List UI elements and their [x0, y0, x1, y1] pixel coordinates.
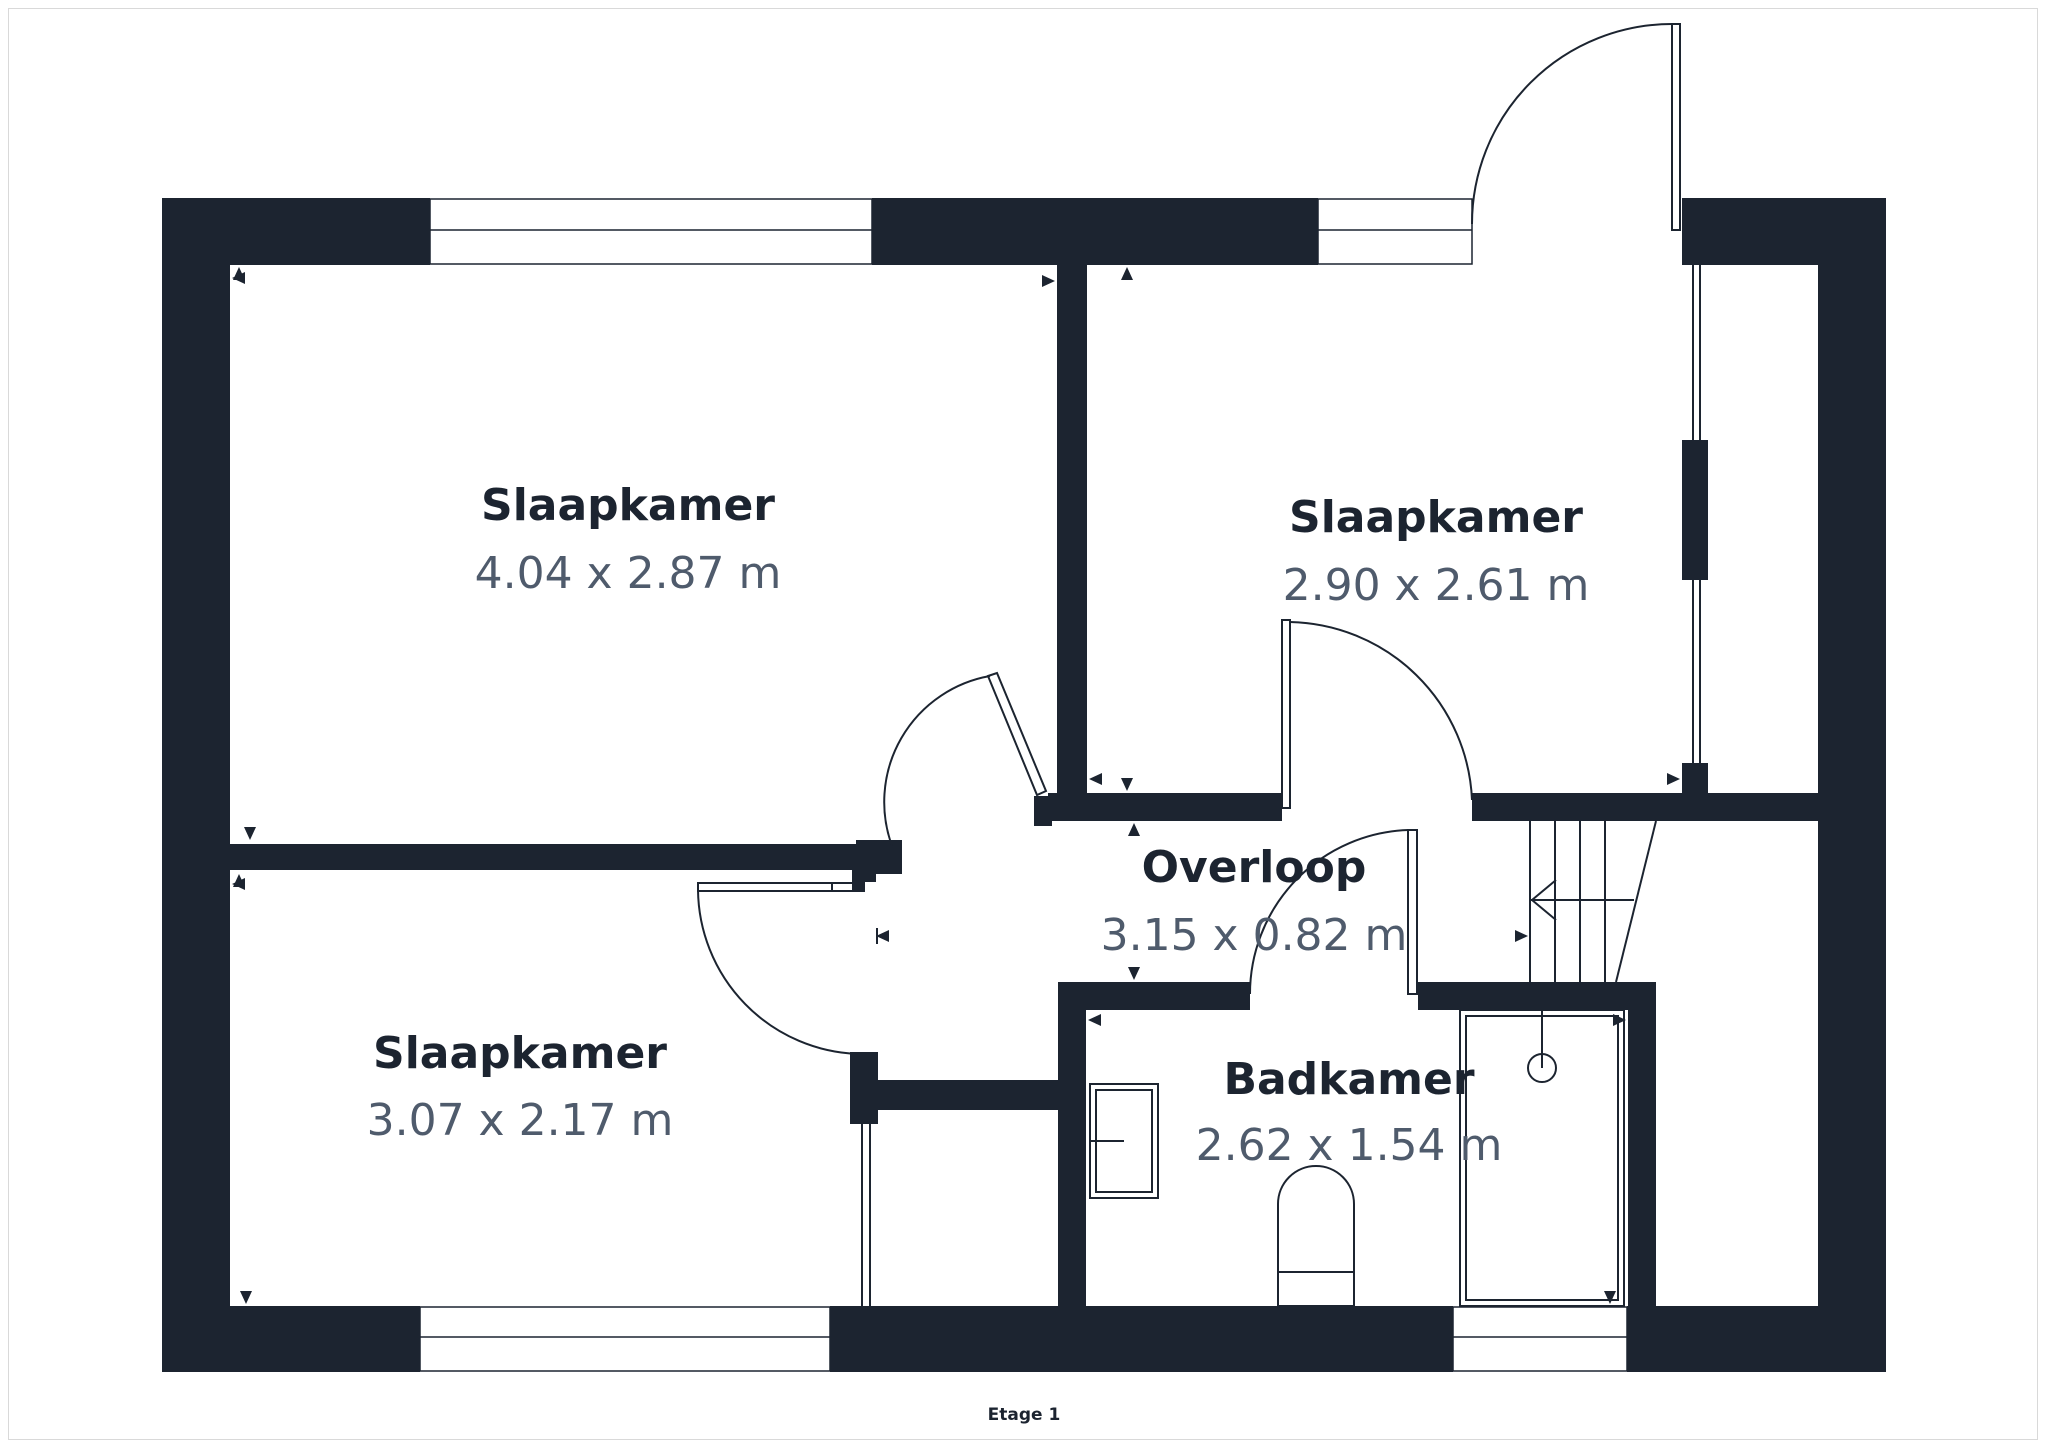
wall-door-jamb-a: [856, 840, 902, 874]
marker-ov-right: [1515, 930, 1528, 942]
wall-door-jamb-b: [1034, 796, 1052, 826]
dimension-markers: [232, 267, 1680, 1304]
window-bottom-left: [419, 1306, 831, 1372]
wall-outer-top-b: [872, 198, 1318, 265]
wall-outer-bottom-b: [830, 1306, 1453, 1372]
marker-b1-top-left-v: [233, 267, 245, 280]
wall-bedroom2-bottom-b: [1472, 793, 1818, 821]
wall-bedroom2-bottom-a: [1048, 793, 1282, 821]
door-bedroom1: [883, 671, 1048, 847]
door-bathroom: [1249, 829, 1418, 995]
marker-b2-top: [1121, 267, 1133, 280]
room-name-bathroom: Badkamer: [1223, 1054, 1474, 1105]
marker-bath-right: [1613, 1014, 1626, 1026]
room-name-bedroom-2: Slaapkamer: [1289, 492, 1583, 543]
wall-bedroom1-bottom: [230, 844, 876, 870]
bedroom3-cabinet: [861, 1124, 871, 1306]
walls: [162, 198, 1886, 1372]
wall-closet-panel: [1682, 440, 1708, 580]
window-top-left: [429, 198, 873, 265]
wall-outer-bottom-c: [1627, 1306, 1886, 1372]
wall-corridor-stub: [850, 1052, 878, 1124]
window-top-right: [1317, 198, 1473, 265]
door-bedroom3: [697, 882, 865, 1055]
room-dimensions-landing: 3.15 x 0.82 m: [1101, 910, 1408, 961]
bathroom-toilet: [1277, 1165, 1355, 1307]
wall-outer-right-upper: [1818, 198, 1886, 978]
wall-bathroom-left: [1058, 982, 1086, 1306]
marker-bath-bottom: [1604, 1291, 1616, 1304]
marker-b2-bottom: [1121, 778, 1133, 791]
marker-ov-bottom: [1128, 967, 1140, 980]
room-dimensions-bedroom-1: 4.04 x 2.87 m: [475, 548, 782, 599]
room-dimensions-bedroom-2: 2.90 x 2.61 m: [1283, 560, 1590, 611]
marker-b1-top-right: [1042, 275, 1055, 287]
windows: [419, 198, 1628, 1372]
marker-ov-top: [1128, 823, 1140, 836]
wall-bathroom-top-b: [1418, 982, 1656, 1010]
closet-track: [1692, 265, 1701, 763]
wall-bathroom-right: [1628, 982, 1656, 1306]
door-top-right: [1471, 23, 1681, 231]
room-name-landing: Overloop: [1142, 842, 1367, 893]
bathroom-sink: [1089, 1083, 1159, 1199]
fixtures: [861, 265, 1701, 1307]
window-bottom-right: [1452, 1306, 1628, 1372]
marker-b2-right: [1667, 773, 1680, 785]
marker-b3-bottom-left: [240, 1291, 252, 1304]
marker-bath-left: [1088, 1014, 1101, 1026]
marker-b3-door-stop: [852, 876, 864, 892]
level-label: Etage 1: [988, 1405, 1061, 1425]
room-name-bedroom-1: Slaapkamer: [481, 480, 775, 531]
room-name-bedroom-3: Slaapkamer: [373, 1028, 667, 1079]
wall-bedroom1-bedroom2: [1057, 265, 1087, 793]
door-bedroom2: [1281, 619, 1473, 809]
wall-outer-bottom-a: [162, 1306, 420, 1372]
marker-b1-bottom-left: [244, 827, 256, 840]
bathroom-shower: [1459, 1009, 1625, 1307]
wall-corridor-link: [876, 1080, 1058, 1110]
marker-b3-top-left-v: [233, 874, 245, 887]
page-border: [8, 8, 2038, 1440]
staircase: [1529, 820, 1657, 983]
doors: [697, 23, 1681, 1055]
wall-outer-left: [162, 198, 230, 1372]
marker-ov-left: [876, 930, 889, 942]
room-dimensions-bedroom-3: 3.07 x 2.17 m: [367, 1095, 674, 1146]
wall-outer-top-a: [162, 198, 430, 265]
wall-bathroom-top-a: [1058, 982, 1250, 1010]
wall-closet-post: [1682, 763, 1708, 793]
marker-ov-left-bar: [876, 928, 878, 944]
room-dimensions-bathroom: 2.62 x 1.54 m: [1196, 1120, 1503, 1171]
room-labels: Slaapkamer 4.04 x 2.87 m Slaapkamer 2.90…: [367, 480, 1590, 1171]
marker-b2-left: [1089, 773, 1102, 785]
